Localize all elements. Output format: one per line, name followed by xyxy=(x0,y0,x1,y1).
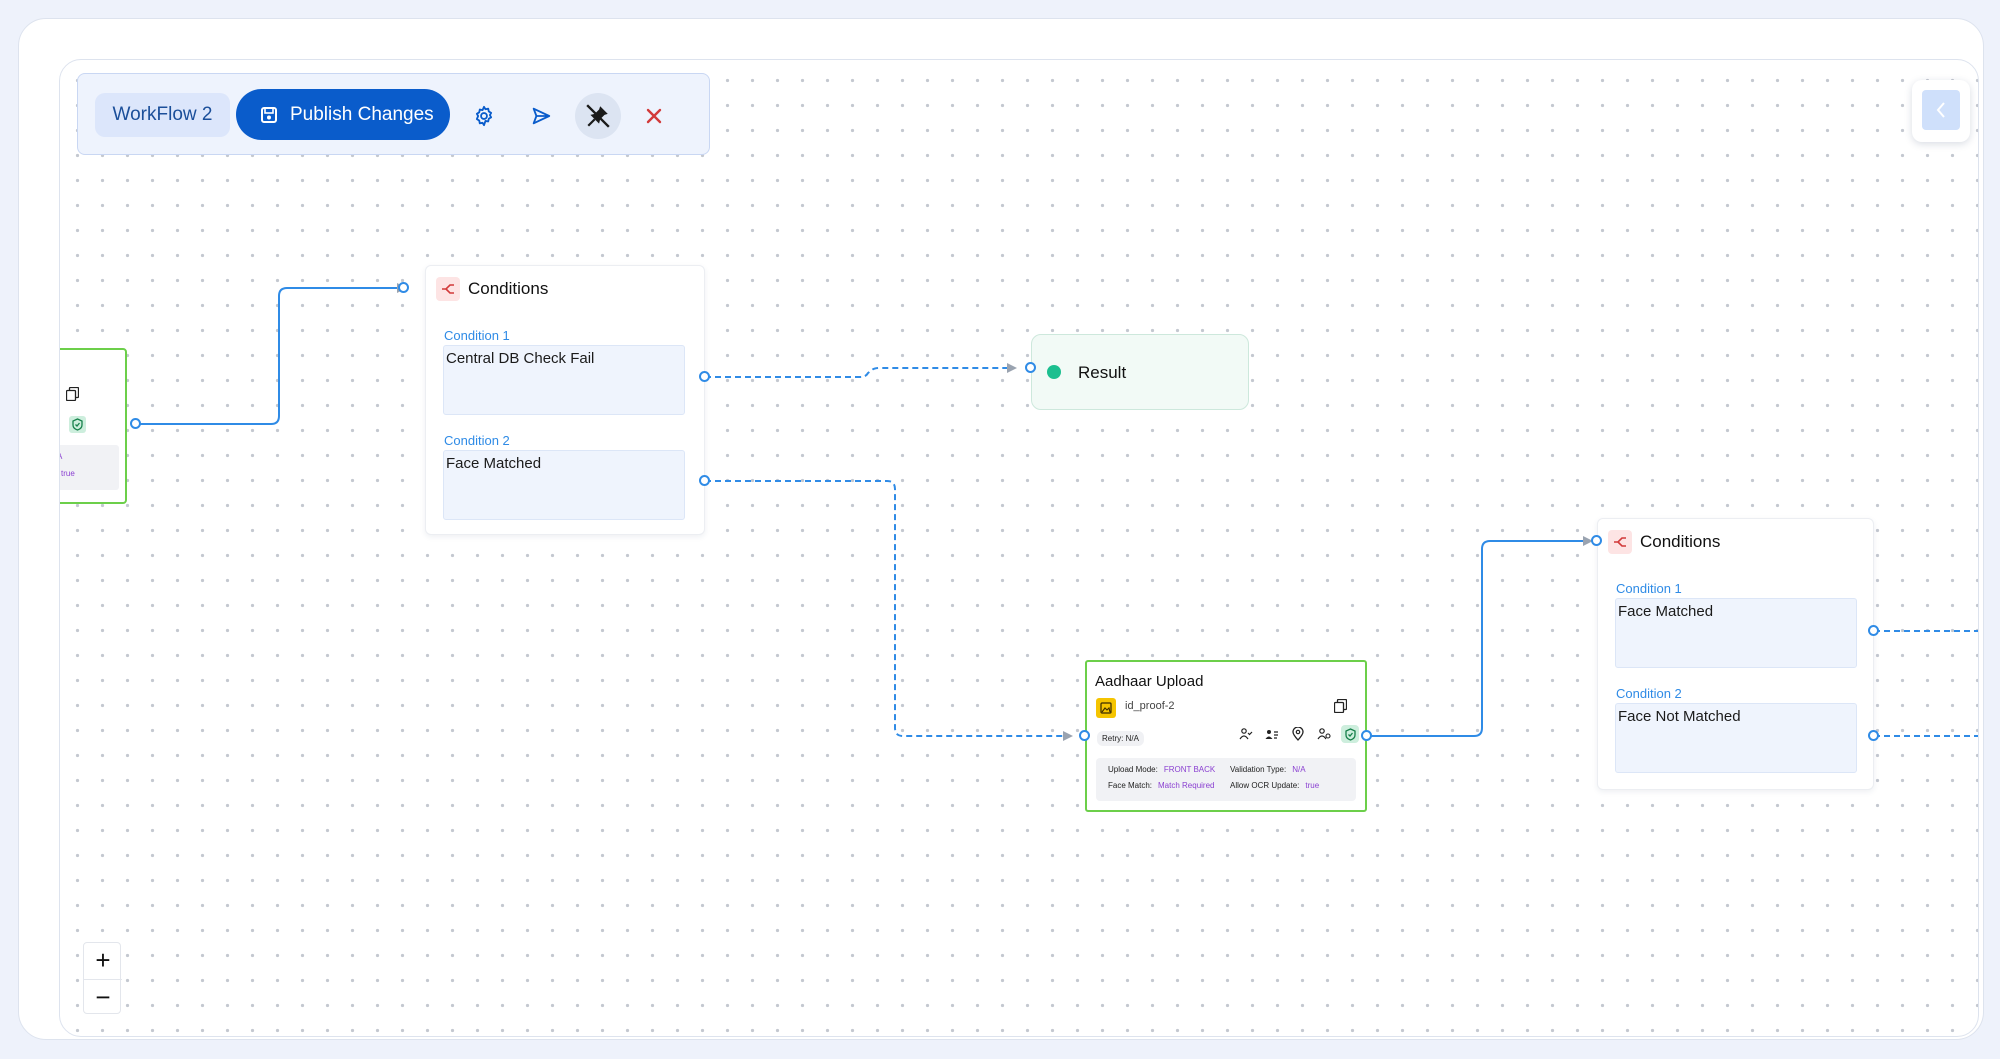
partial-detail-2: true xyxy=(61,469,75,478)
publish-changes-button[interactable]: Publish Changes xyxy=(236,89,450,140)
result-status-dot xyxy=(1047,365,1061,379)
save-icon xyxy=(261,106,277,123)
step-id: id_proof-2 xyxy=(1125,700,1175,712)
face-match-label: Face Match: xyxy=(1108,781,1153,790)
conditions-header: Conditions xyxy=(436,277,548,301)
chevron-left-icon xyxy=(1936,102,1945,118)
zoom-out-button[interactable]: − xyxy=(84,979,122,1014)
zoom-controls: + − xyxy=(83,942,122,1014)
branch-badge xyxy=(1608,530,1632,554)
validation-type-label: Validation Type: xyxy=(1230,765,1287,774)
aadhaar-input-handle[interactable] xyxy=(1079,730,1090,741)
app-frame: WorkFlow 2 Publish Changes xyxy=(18,18,1984,1040)
side-panel-toggle-wrap xyxy=(1912,80,1970,142)
condition-1-field[interactable]: Face Matched xyxy=(1615,598,1857,668)
aadhaar-output-handle[interactable] xyxy=(1361,730,1372,741)
step-node-partial[interactable]: A true xyxy=(59,348,127,504)
partial-details: A true xyxy=(60,445,119,490)
condition-2-field[interactable]: Face Not Matched xyxy=(1615,703,1857,773)
condition-2-2-output-handle[interactable] xyxy=(1868,730,1879,741)
conditions-header: Conditions xyxy=(1608,530,1720,554)
edge-cond1-to-result xyxy=(705,367,1008,378)
condition-1-output-handle[interactable] xyxy=(699,371,710,382)
shield-check-icon xyxy=(1341,725,1359,743)
edge-arrow xyxy=(1063,731,1073,741)
retry-chip: Retry: N/A xyxy=(1097,731,1144,746)
copy-icon[interactable] xyxy=(66,387,79,401)
workflow-name-tab[interactable]: WorkFlow 2 xyxy=(95,93,230,137)
settings-button[interactable] xyxy=(461,93,507,139)
conditions-title: Conditions xyxy=(1640,532,1721,551)
face-match-value: Match Required xyxy=(1158,781,1215,790)
partial-detail-1: A xyxy=(60,452,62,461)
branch-icon xyxy=(1614,537,1626,547)
shield-check-icon xyxy=(72,418,83,431)
branch-icon xyxy=(442,284,454,294)
conditions-2-input-handle[interactable] xyxy=(1591,535,1602,546)
branch-badge xyxy=(436,277,460,301)
copy-icon[interactable] xyxy=(1334,699,1347,713)
close-icon xyxy=(646,108,662,124)
retry-value: N/A xyxy=(1125,734,1139,743)
send-icon xyxy=(532,107,551,125)
condition-2-label: Condition 2 xyxy=(444,433,510,448)
id-card-icon xyxy=(1263,725,1281,743)
upload-mode-label: Upload Mode: xyxy=(1108,765,1158,774)
conditions-1-input-handle[interactable] xyxy=(398,282,409,293)
pin-toggle-button[interactable] xyxy=(575,93,621,139)
condition-2-label: Condition 2 xyxy=(1616,686,1682,701)
pin-off-icon xyxy=(586,104,610,128)
side-panel-toggle-button[interactable] xyxy=(1922,90,1960,130)
user-link-icon xyxy=(59,418,62,430)
condition-2-field[interactable]: Face Matched xyxy=(443,450,685,520)
edge-aadhaar-to-conditions xyxy=(1367,540,1584,737)
workflow-toolbar: WorkFlow 2 Publish Changes xyxy=(77,73,710,155)
allow-ocr-label: Allow OCR Update: xyxy=(1230,781,1300,790)
close-button[interactable] xyxy=(631,93,677,139)
aadhaar-upload-node[interactable]: Aadhaar Upload id_proof-2 Retry: N/A Upl… xyxy=(1085,660,1367,812)
condition-1-label: Condition 1 xyxy=(444,328,510,343)
edge-start-to-conditions xyxy=(136,287,398,425)
result-node[interactable]: Result xyxy=(1031,334,1249,410)
condition-1-label: Condition 1 xyxy=(1616,581,1682,596)
image-icon xyxy=(1100,702,1112,714)
partial-output-handle[interactable] xyxy=(130,418,141,429)
result-input-handle[interactable] xyxy=(1025,362,1036,373)
retry-label: Retry: xyxy=(1102,734,1124,743)
condition-1-field[interactable]: Central DB Check Fail xyxy=(443,345,685,415)
image-upload-badge xyxy=(1096,698,1116,718)
condition-2-output-handle[interactable] xyxy=(699,475,710,486)
location-pin-icon xyxy=(1289,725,1307,743)
conditions-node-1[interactable]: Conditions Condition 1 Central DB Check … xyxy=(425,265,705,535)
step-feature-icons xyxy=(1237,725,1359,743)
step-title: Aadhaar Upload xyxy=(1095,673,1204,690)
shield-badge xyxy=(69,416,86,433)
gear-icon xyxy=(475,105,493,127)
validation-type-value: N/A xyxy=(1292,765,1306,774)
edge-cond2-to-aadhaar xyxy=(705,480,1064,737)
edge-arrow xyxy=(1007,363,1017,373)
upload-mode-value: FRONT BACK xyxy=(1163,765,1216,774)
condition-2-1-output-handle[interactable] xyxy=(1868,625,1879,636)
step-details-panel: Upload Mode: FRONT BACK Validation Type: N… xyxy=(1096,758,1356,801)
workflow-canvas[interactable]: WorkFlow 2 Publish Changes xyxy=(59,59,1979,1037)
conditions-title: Conditions xyxy=(468,279,549,298)
user-check-icon xyxy=(1237,725,1255,743)
allow-ocr-value: true xyxy=(1305,781,1320,790)
run-button[interactable] xyxy=(518,93,564,139)
user-link-icon xyxy=(1315,725,1333,743)
conditions-node-2[interactable]: Conditions Condition 1 Face Matched Cond… xyxy=(1597,518,1874,790)
publish-label: Publish Changes xyxy=(290,103,434,125)
zoom-in-button[interactable]: + xyxy=(95,945,111,975)
result-label: Result xyxy=(1078,363,1127,382)
